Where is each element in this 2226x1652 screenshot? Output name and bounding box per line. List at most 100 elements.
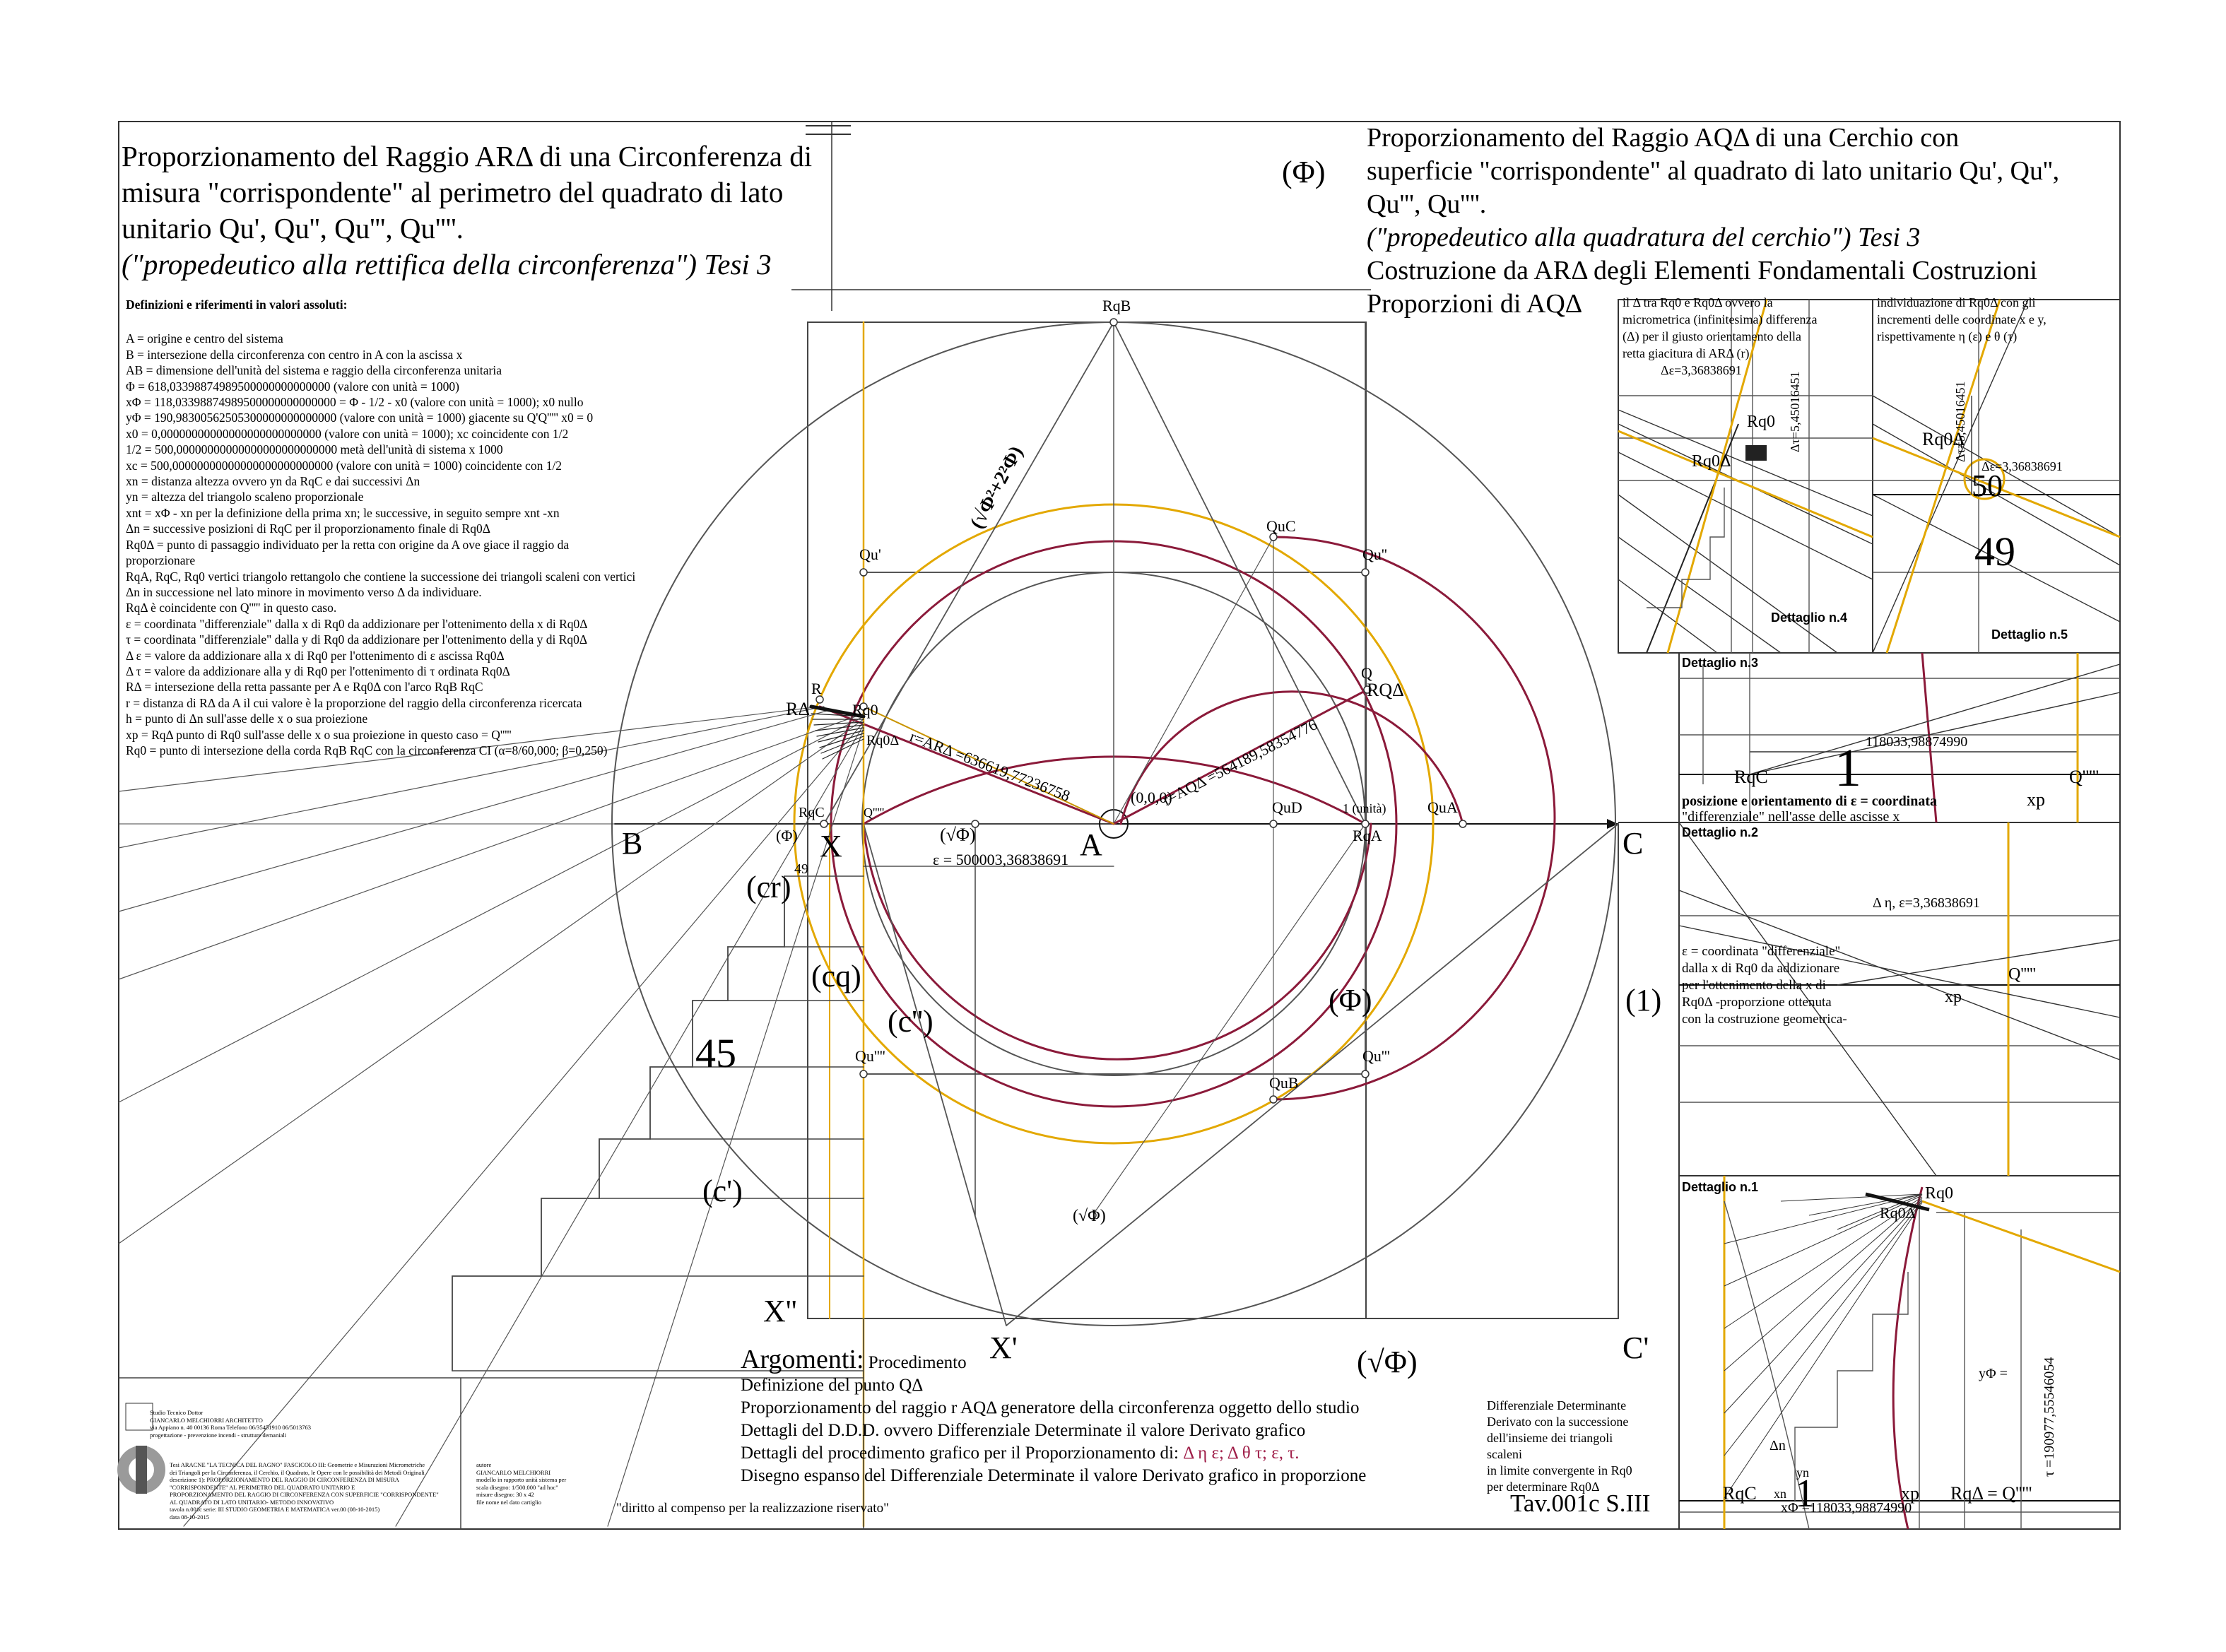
label-Qu1: Qu'	[859, 545, 881, 563]
label-QuC: QuC	[1266, 517, 1296, 535]
label-49-small: 49	[794, 861, 808, 877]
right-title-line-2: superficie "corrispondente" al quadrato …	[1367, 156, 2060, 186]
d2-text-4: Rq0Δ -proporzione ottenuta	[1682, 995, 1832, 1010]
staircase	[452, 875, 785, 1371]
studio-description: Tesi ARACNE "LA TECNICA DEL RAGNO" FASCI…	[170, 1461, 594, 1521]
right-title-line-3: Qu''', Qu''''.	[1367, 189, 1487, 219]
d2-label: Dettaglio n.2	[1682, 825, 1758, 839]
d5-text-2: incrementi delle coordinate x e y,	[1877, 312, 2047, 326]
differenziale-line: per determinare Rq0Δ	[1487, 1480, 1600, 1494]
label-C: C	[1623, 826, 1643, 861]
studio-line: GIANCARLO MELCHIORRI ARCHITETTO	[150, 1416, 263, 1424]
d5-Rq0Delta: Rq0Δ	[1922, 429, 1965, 449]
radius-AQdelta	[1112, 688, 1369, 825]
label-unit: 1 (unità)	[1343, 801, 1386, 816]
label-c2: (c'')	[888, 1004, 934, 1039]
detail-panels	[1618, 299, 2121, 1530]
d2-text-2: dalla x di Rq0 da addizionare	[1682, 961, 1839, 976]
d3-Q5: Q'''''	[2069, 767, 2099, 787]
definition-row: Δn in successione nel lato minore in mov…	[126, 584, 482, 599]
definitions-heading: Definizioni e riferimenti in valori asso…	[126, 297, 348, 312]
label-ARdelta: r=ARΔ =636619,77236758	[907, 727, 1073, 805]
d5-49: 49	[1974, 529, 2015, 574]
d3-text-2: "differenziale" nell'asse delle ascisse …	[1682, 809, 1900, 825]
radius-ARdelta	[818, 705, 1115, 825]
d3-label: Dettaglio n.3	[1682, 656, 1758, 670]
copyright-note: "diritto al compenso per la realizzazion…	[616, 1501, 889, 1516]
definition-row: τ = coordinata "differenziale" dalla y d…	[126, 632, 588, 647]
d3-value: 118033,98874990	[1866, 734, 1967, 750]
label-QuB: QuB	[1269, 1074, 1299, 1092]
argomenti-line: Dettagli del D.D.D. ovvero Differenziale…	[741, 1421, 1306, 1440]
definitions-block: Definizioni e riferimenti in valori asso…	[126, 297, 769, 758]
detail-2-drawing	[1678, 822, 2121, 1176]
label-Qu2: Qu''	[1362, 545, 1387, 563]
d2-xp: xp	[1945, 988, 1962, 1006]
d1-tau: τ =190977,55546054	[2042, 1357, 2057, 1477]
definition-row: xnt = xΦ - xn per la definizione della p…	[126, 505, 560, 520]
definition-row: RΔ = intersezione della retta passante p…	[126, 680, 483, 695]
d4-eps: Δε=3,36838691	[1661, 363, 1742, 377]
differenziale-line: Derivato con la successione	[1487, 1415, 1629, 1429]
right-title-line-4: Costruzione da ARΔ degli Elementi Fondam…	[1367, 256, 2037, 285]
point-markers	[815, 318, 1467, 1220]
studio-desc-line: descrizione 1): PROPORZIONAMENTO DEL RAG…	[170, 1476, 399, 1483]
definition-row: Rq0Δ = punto di passaggio individuato pe…	[126, 537, 570, 552]
sheet-number: Tav.001c S.III	[1510, 1489, 1651, 1517]
definition-row: yΦ = 190,98300562505300000000000000 (val…	[126, 411, 594, 425]
definition-row: Δ τ = valore da addizionare alla y di Rq…	[126, 663, 510, 678]
definition-row: 1/2 = 500,00000000000000000000000000 met…	[126, 442, 503, 457]
definition-row: Rq0 = punto di intersezione della corda …	[126, 743, 608, 757]
differenziale-note: Differenziale Determinante Derivato con …	[1487, 1398, 1649, 1495]
d2-text-3: per l'ottenimento della x di	[1682, 978, 1826, 993]
label-epsilon: ε = 500003,36838691	[933, 851, 1068, 868]
definition-row: AB = dimensione dell'unità del sistema e…	[126, 363, 502, 378]
argomenti-mixed-b: Δ η ε; Δ θ τ; ε, τ.	[1183, 1444, 1300, 1463]
label-A: A	[1080, 827, 1102, 862]
outer-square	[807, 321, 1367, 1319]
studio-cartouche: Studio Tecnico Dottor GIANCARLO MELCHIOR…	[150, 1409, 447, 1439]
d4-text-2: micrometrica (infinitesima) differenza	[1623, 312, 1818, 327]
d2-eps: Δ η, ε=3,36838691	[1873, 895, 1980, 911]
studio-author-line: misure disegno: 30 x 42	[476, 1491, 534, 1498]
argomenti-first: Procedimento	[868, 1353, 967, 1372]
d1-xn: xn	[1774, 1487, 1786, 1501]
detail-4-drawing	[1618, 299, 1873, 654]
studio-desc-line: "CORRISPONDENTE" AL PERIMETRO DEL QUADRA…	[170, 1483, 355, 1491]
definition-row: xΦ = 118,03398874989500000000000000 = Φ …	[126, 395, 584, 410]
label-B: B	[622, 826, 642, 861]
left-title-italic: ("propedeutico alla rettifica della circ…	[122, 248, 772, 281]
label-X: X	[820, 829, 842, 863]
studio-logo	[117, 1403, 165, 1494]
label-RDelta: RΔ	[786, 699, 810, 719]
label-sqrtphi-bottom: (√Φ)	[1357, 1345, 1418, 1379]
main-construction	[118, 318, 1619, 1530]
right-title-italic: ("propedeutico alla quadratura del cerch…	[1367, 223, 1921, 252]
d3-RqC: RqC	[1734, 767, 1768, 787]
studio-desc-line: Tesi ARACNE "LA TECNICA DEL RAGNO" FASCI…	[170, 1461, 425, 1468]
label-45: 45	[695, 1030, 736, 1076]
argomenti-heading: Argomenti:	[741, 1345, 864, 1374]
d1-dn: Δn	[1769, 1438, 1786, 1453]
definition-row: x0 = 0,00000000000000000000000000 (valor…	[126, 426, 569, 441]
studio-author-line: file nome nel dato cartiglio	[476, 1498, 542, 1506]
definition-row: Φ = 618,03398874989500000000000000 (valo…	[126, 379, 459, 394]
d5-text-3: rispettivamente η (ε) e θ (τ)	[1877, 329, 2017, 344]
label-RqB: RqB	[1102, 297, 1131, 314]
label-phi-top: (Φ)	[1282, 155, 1325, 189]
left-title-line-1: Proporzionamento del Raggio ARΔ di una C…	[122, 140, 813, 172]
d4-tau: Δτ=5,45016451	[1788, 372, 1802, 452]
label-phi-small: (Φ)	[776, 827, 798, 844]
d2-text-5: con la costruzione geometrica-	[1682, 1012, 1847, 1027]
label-Q5: Q'''''	[864, 806, 884, 820]
definition-row: ε = coordinata "differenziale" dalla x d…	[126, 616, 588, 631]
label-Q: Q	[1361, 664, 1372, 682]
right-title-line-5: Proporzioni di AQΔ	[1367, 289, 1583, 319]
definition-row: Δ ε = valore da addizionare alla x di Rq…	[126, 648, 505, 663]
label-RqA: RqA	[1353, 827, 1382, 844]
label-c1: (c')	[702, 1174, 743, 1208]
differenziale-line: in limite convergente in Rq0	[1487, 1463, 1632, 1477]
definition-row: xc = 500,00000000000000000000000000 (val…	[126, 458, 563, 473]
d3-text-1: posizione e orientamento di ε = coordina…	[1682, 793, 1937, 809]
